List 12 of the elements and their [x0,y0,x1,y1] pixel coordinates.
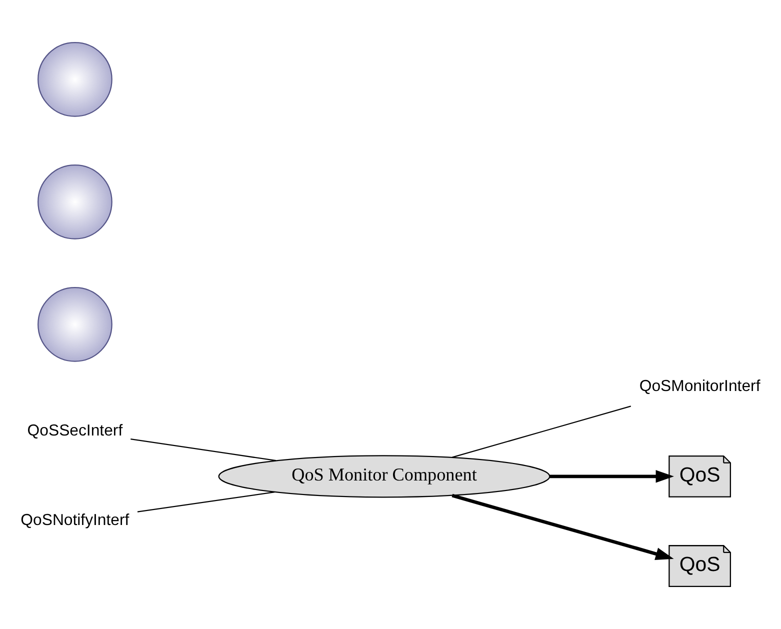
arrow [550,470,674,483]
node-text: QoSMonitorInterf [639,378,760,396]
node-text: QoSNotifyInterf [20,512,130,529]
node-circle [38,287,112,362]
node-ellipse: QoS Monitor Component [218,455,550,498]
connector [137,492,275,512]
node-circle [38,164,112,240]
node-circle [38,42,112,117]
arrow [452,494,674,560]
connector [130,438,276,462]
connector [452,406,632,458]
node-text: QoSSecInterf [27,422,123,440]
